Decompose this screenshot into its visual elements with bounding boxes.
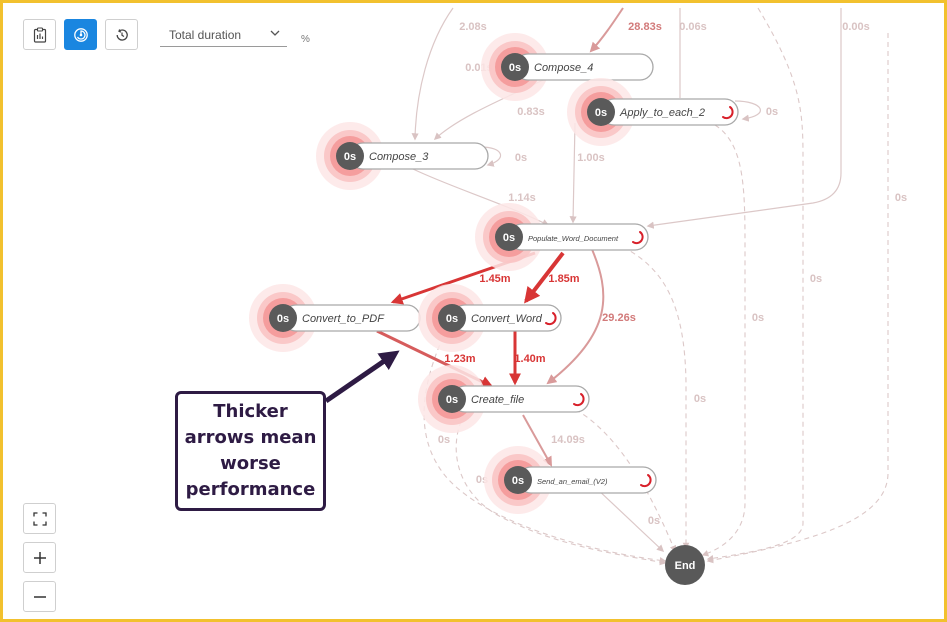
- fit-to-screen-button[interactable]: [23, 503, 56, 534]
- node-badge-text: 0s: [503, 232, 515, 244]
- metric-select-value: Total duration: [169, 28, 242, 42]
- history-button[interactable]: [105, 19, 138, 50]
- duration-indicator-icon: [722, 106, 734, 120]
- node-badge: [336, 142, 364, 170]
- node-populate[interactable]: 0s Populate_Word_Document: [475, 203, 649, 271]
- edge-label: 1.14s: [508, 192, 536, 204]
- node-badge: [438, 385, 466, 413]
- node-compose4[interactable]: 0s Compose_4: [481, 33, 654, 101]
- node-label: Compose_4: [534, 62, 593, 74]
- edge-label: 2.08s: [459, 21, 487, 33]
- edge-label: 14.09s: [551, 434, 585, 446]
- edge-label: 1.23m: [444, 353, 475, 365]
- node-word[interactable]: 0s Convert_Word: [418, 284, 562, 352]
- annotation-callout: Thicker arrows mean worse performance: [175, 391, 326, 511]
- node-badge-text: 0s: [277, 313, 289, 325]
- node-label: Convert_Word: [471, 313, 543, 325]
- clipboard-report-button[interactable]: [23, 19, 56, 50]
- edge-label: 29.26s: [602, 312, 636, 324]
- chevron-down-icon: [270, 30, 280, 36]
- duration-indicator-icon: [632, 231, 644, 245]
- edge-label: 0s: [810, 273, 822, 285]
- node-badge: [269, 304, 297, 332]
- duration-indicator-icon: [545, 312, 557, 326]
- edge-label: 1.85m: [548, 273, 579, 285]
- edges-medium: [522, 246, 605, 467]
- history-icon: [116, 28, 128, 41]
- edge-label: 0s: [766, 106, 778, 118]
- node-pdf[interactable]: 0s Convert_to_PDF: [249, 284, 421, 352]
- node-badge-text: 0s: [509, 62, 521, 74]
- node-badge-text: 0s: [446, 313, 458, 325]
- unit-label: %: [301, 34, 310, 45]
- node-create[interactable]: 0s Create_file: [418, 365, 590, 433]
- node-label: Create_file: [471, 394, 524, 406]
- clipboard-report-icon: [33, 26, 46, 43]
- node-badge: [495, 223, 523, 251]
- edge-label: 1.40m: [514, 353, 545, 365]
- zoom-out-button[interactable]: [23, 581, 56, 612]
- node-label: Send_an_email_(V2): [537, 477, 608, 486]
- node-badge: [501, 53, 529, 81]
- edge-label: 0s: [515, 152, 527, 164]
- node-compose3[interactable]: 0s Compose_3: [316, 122, 489, 190]
- edge-label: 0s: [648, 515, 660, 527]
- edge-label: 0s: [752, 312, 764, 324]
- duration-indicator-icon: [573, 393, 585, 407]
- process-map-canvas[interactable]: 2.08s 28.83s 0.06s 0.00s 0.01s 0.83s 0s …: [3, 3, 947, 622]
- edge-label: 1.00s: [577, 152, 605, 164]
- callout-arrow: [324, 350, 400, 404]
- node-email[interactable]: 0s Send_an_email_(V2): [484, 446, 657, 514]
- edge-label: 0.06s: [679, 21, 707, 33]
- duration-view-button[interactable]: [64, 19, 97, 50]
- edge-label: 0.00s: [842, 21, 870, 33]
- node-badge: [504, 466, 532, 494]
- metric-select[interactable]: Total duration: [160, 23, 287, 47]
- edge-label: 1.45m: [479, 273, 510, 285]
- annotation-text: Thicker arrows mean worse performance: [184, 401, 317, 500]
- node-label: Populate_Word_Document: [528, 234, 619, 243]
- zoom-out-icon: [33, 595, 46, 598]
- edge-label: 0.83s: [517, 106, 545, 118]
- node-apply[interactable]: 0s Apply_to_each_2: [567, 78, 739, 146]
- end-node-label: End: [675, 560, 696, 572]
- node-label: Compose_3: [369, 151, 429, 163]
- node-badge: [587, 98, 615, 126]
- edge-label: 0s: [694, 393, 706, 405]
- duration-indicator-icon: [640, 474, 652, 488]
- node-badge-text: 0s: [595, 107, 607, 119]
- node-badge-text: 0s: [512, 475, 524, 487]
- node-label: Apply_to_each_2: [619, 107, 705, 119]
- zoom-in-icon: [33, 551, 46, 564]
- edge-label: 0s: [895, 192, 907, 204]
- edge-label: 28.83s: [628, 21, 662, 33]
- edge-label: 0s: [438, 434, 450, 446]
- node-badge-text: 0s: [344, 151, 356, 163]
- duration-view-icon: [73, 27, 88, 42]
- node-badge: [438, 304, 466, 332]
- node-badge-text: 0s: [446, 394, 458, 406]
- end-node[interactable]: End: [665, 545, 705, 585]
- fit-to-screen-icon: [32, 511, 47, 526]
- zoom-in-button[interactable]: [23, 542, 56, 573]
- node-label: Convert_to_PDF: [302, 313, 385, 325]
